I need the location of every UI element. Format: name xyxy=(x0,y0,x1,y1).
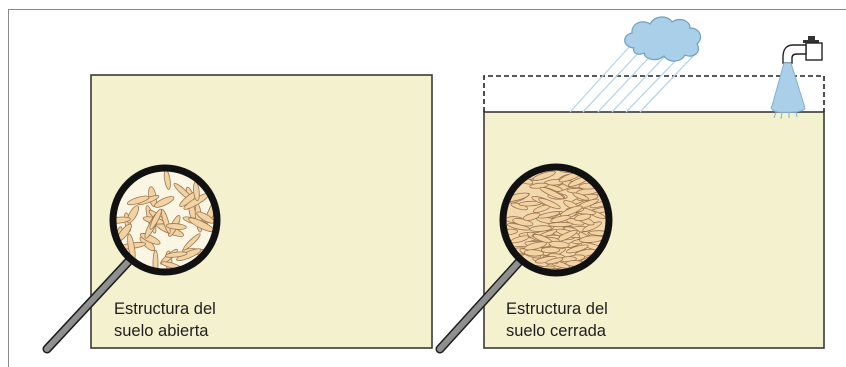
soil-particle xyxy=(540,246,561,254)
rain-icon xyxy=(569,45,696,113)
panel-closed xyxy=(435,16,825,354)
soil-particle xyxy=(539,186,565,200)
frame-left xyxy=(8,9,9,367)
label-open-line2: suelo abierta xyxy=(114,322,209,340)
soil-particle xyxy=(529,225,552,232)
soil-particle xyxy=(154,196,175,208)
soil-particle xyxy=(574,213,592,222)
magnifier-icon xyxy=(435,163,613,354)
faucet-icon xyxy=(782,36,823,64)
soil-particle xyxy=(548,240,570,249)
cloud-icon xyxy=(624,16,702,62)
label-open-structure: Estructura del suelo abierta xyxy=(114,298,216,342)
soil-particle xyxy=(164,251,188,258)
soil-particle xyxy=(115,216,131,224)
label-closed-line1: Estructura del xyxy=(506,300,608,318)
soil-particle xyxy=(182,233,201,251)
soil-particle xyxy=(548,221,573,228)
frame-top xyxy=(8,9,846,10)
soil-particle xyxy=(176,248,202,262)
soil-particle xyxy=(524,241,547,251)
soil-particle xyxy=(149,208,162,230)
soil-particle xyxy=(523,249,544,257)
soil-particle xyxy=(550,215,571,223)
soil-particle xyxy=(545,257,564,265)
original-volume-outline xyxy=(483,75,825,112)
label-closed-line2: suelo cerrada xyxy=(506,322,606,340)
soil-particle xyxy=(522,212,541,221)
soil-particle xyxy=(505,228,518,236)
water-stream-icon xyxy=(770,62,806,113)
water-splash xyxy=(773,111,798,120)
soil-particle xyxy=(532,170,556,181)
soil-particle xyxy=(572,192,589,201)
soil-particle xyxy=(165,223,187,230)
magnifier-icon xyxy=(42,164,221,354)
panel-open xyxy=(42,74,433,354)
soil-particle xyxy=(537,211,561,219)
soil-particle xyxy=(566,244,589,254)
soil-particle xyxy=(538,197,561,210)
label-closed-structure: Estructura del suelo cerrada xyxy=(506,298,608,342)
soil-particle xyxy=(560,205,583,217)
soil-particle xyxy=(126,195,150,206)
label-open-line1: Estructura del xyxy=(114,300,216,318)
